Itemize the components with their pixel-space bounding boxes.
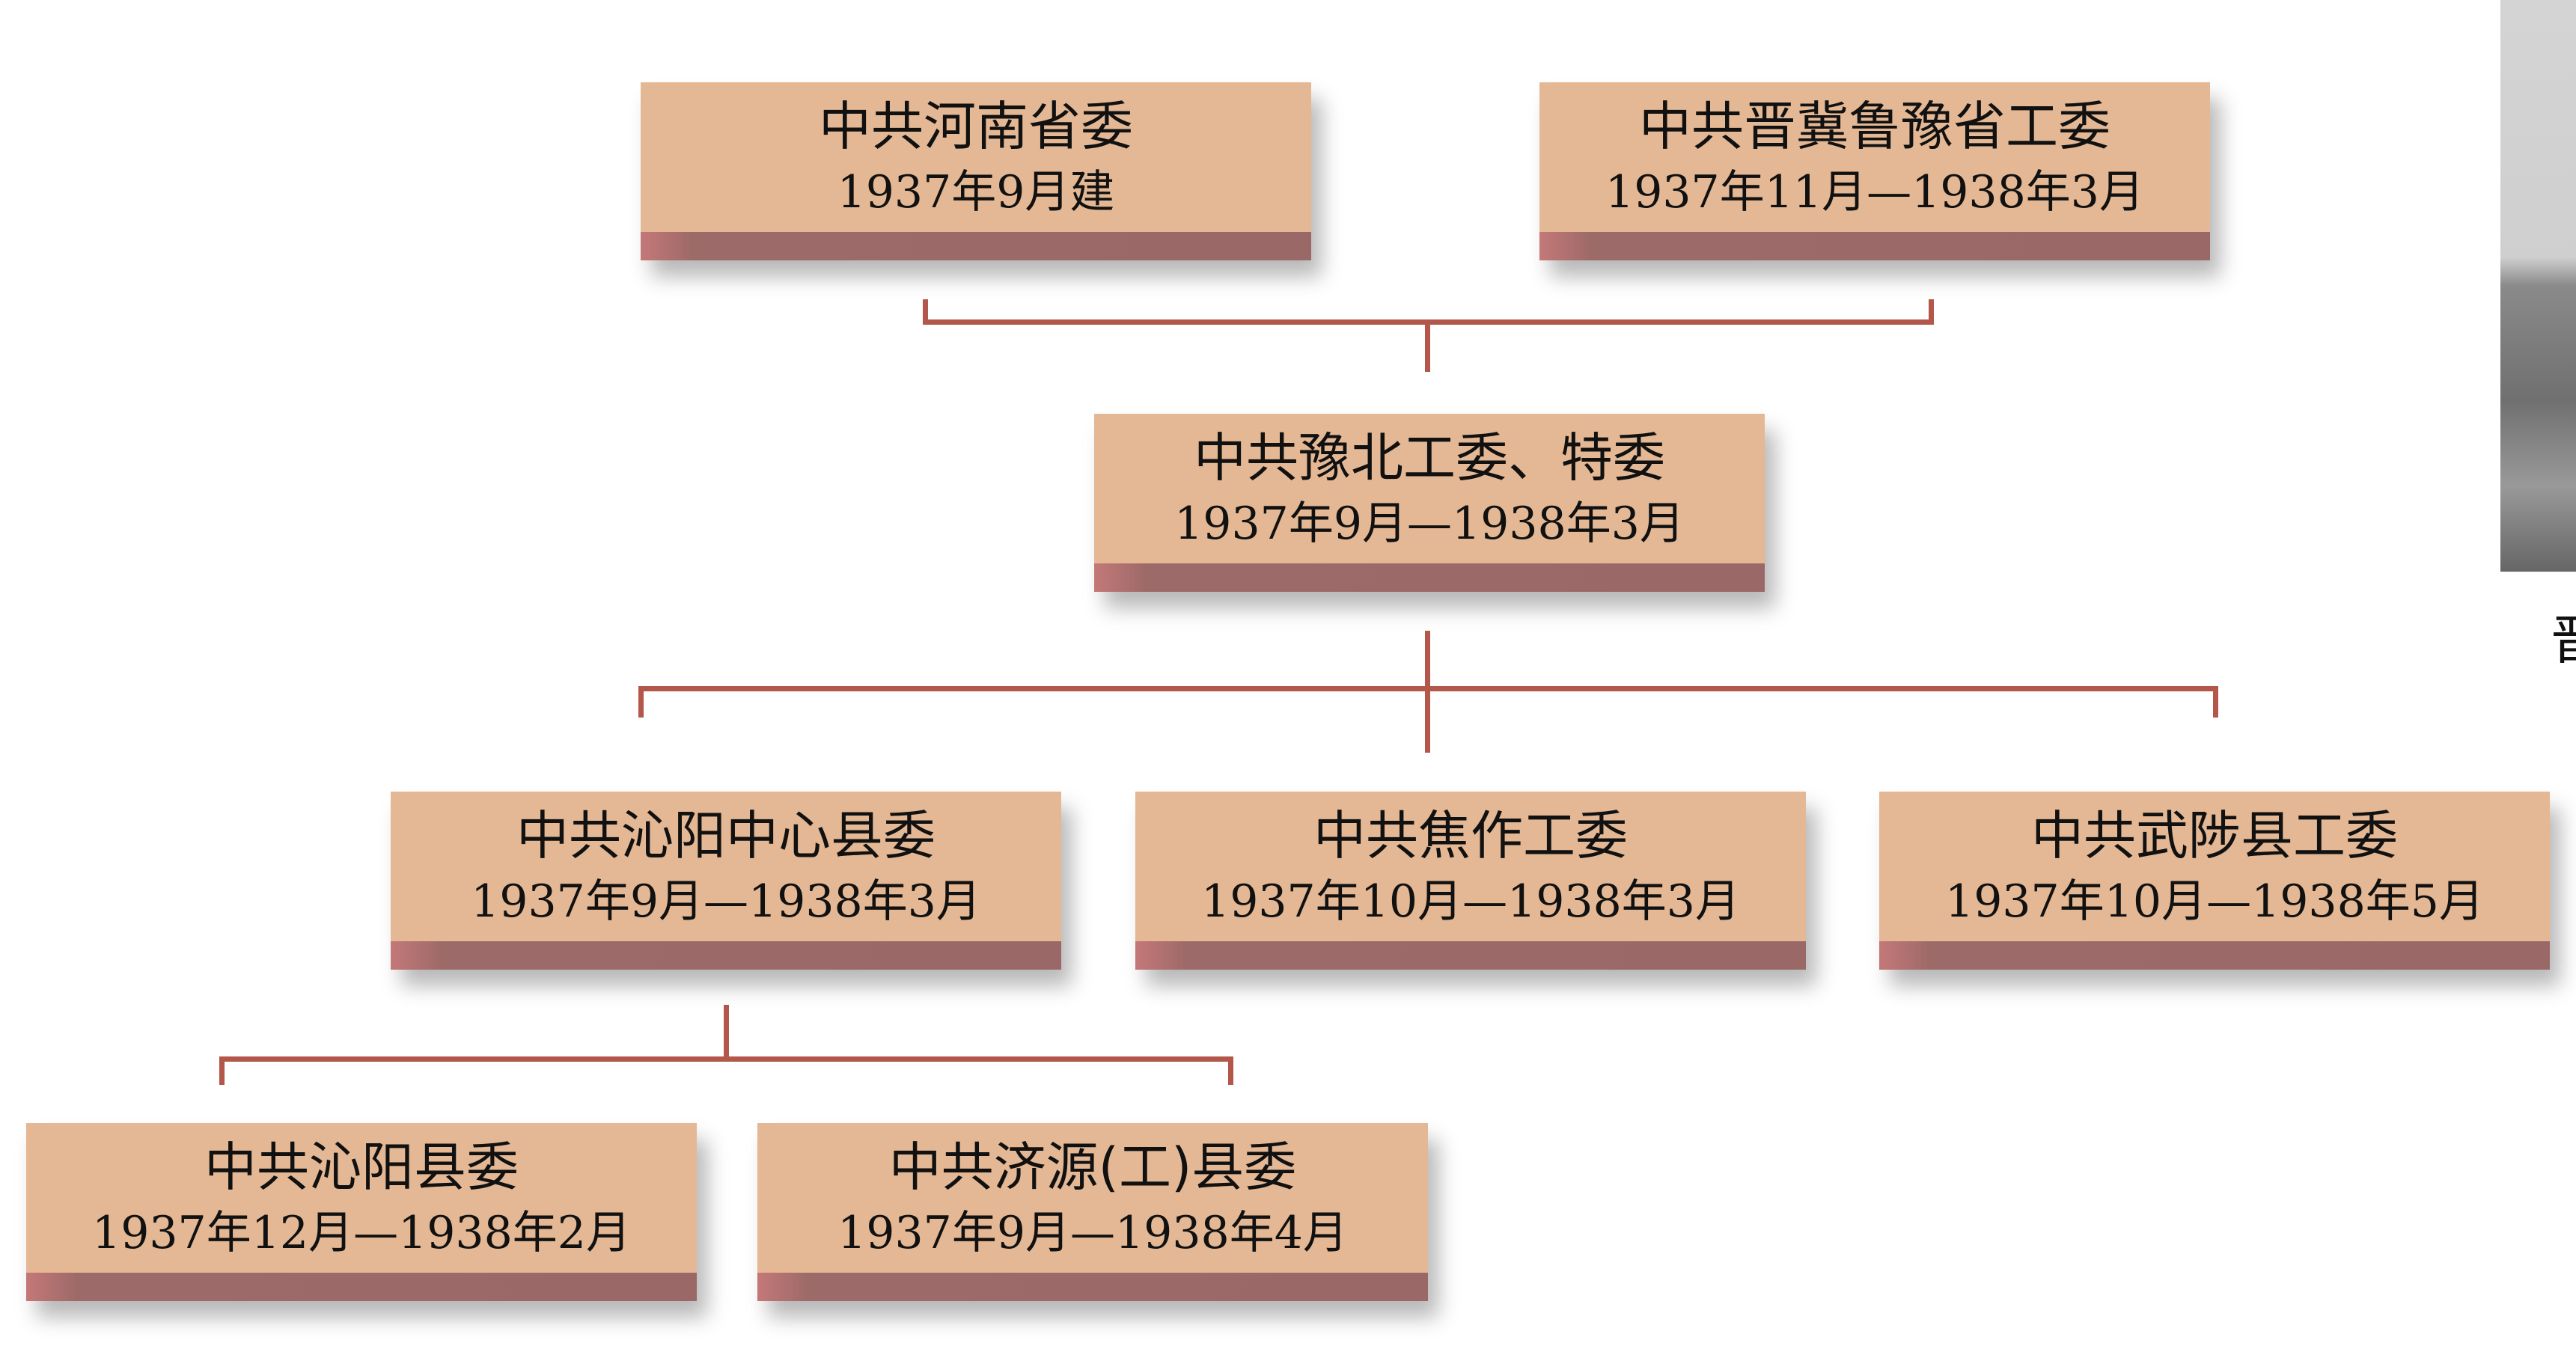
connector-mid-horizontal — [638, 686, 2218, 691]
node-title: 中共沁阳中心县委 — [516, 805, 936, 866]
node-date: 1937年9月—1938年4月 — [837, 1207, 1348, 1259]
node-band — [1135, 941, 1806, 970]
node-date: 1937年10月—1938年3月 — [1201, 875, 1740, 928]
connector-low-left-drop — [219, 1056, 225, 1085]
node-band — [1539, 232, 2210, 260]
node-band — [1094, 563, 1765, 592]
photo-caption: 晋 — [2551, 599, 2576, 674]
node-jiaozuo-work-committee: 中共焦作工委 1937年10月—1938年3月 — [1135, 792, 1806, 970]
node-title: 中共焦作工委 — [1313, 805, 1628, 866]
node-yubei-committee: 中共豫北工委、特委 1937年9月—1938年3月 — [1094, 414, 1765, 592]
connector-top-right-drop — [1929, 299, 1934, 325]
connector-top-left-drop — [923, 299, 928, 325]
node-band — [1879, 941, 2550, 970]
node-title: 中共武陟县工委 — [2031, 805, 2398, 866]
connector-top-stem — [1425, 319, 1430, 372]
node-qinyang-county-committee: 中共沁阳县委 1937年12月—1938年2月 — [26, 1123, 697, 1301]
node-band — [26, 1273, 697, 1301]
landscape-photo — [2500, 0, 2576, 572]
connector-low-stem — [724, 1005, 729, 1062]
connector-mid-left-drop — [638, 686, 644, 718]
node-title: 中共济源(工)县委 — [888, 1137, 1297, 1198]
connector-mid-stem — [1425, 631, 1430, 753]
node-title: 中共河南省委 — [819, 96, 1133, 157]
node-title: 中共沁阳县委 — [204, 1137, 519, 1198]
node-henan-provincial-committee: 中共河南省委 1937年9月建 — [641, 82, 1311, 260]
node-date: 1937年11月—1938年3月 — [1605, 166, 2144, 218]
node-date: 1937年10月—1938年5月 — [1945, 875, 2484, 928]
node-title: 中共豫北工委、特委 — [1194, 427, 1665, 489]
node-jiyuan-county-committee: 中共济源(工)县委 1937年9月—1938年4月 — [757, 1123, 1428, 1301]
node-band — [391, 941, 1061, 970]
node-qinyang-central-county-committee: 中共沁阳中心县委 1937年9月—1938年3月 — [391, 792, 1061, 970]
node-date: 1937年9月建 — [837, 166, 1115, 218]
connector-mid-right-drop — [2213, 686, 2218, 718]
node-date: 1937年12月—1938年2月 — [92, 1207, 631, 1259]
node-band — [757, 1273, 1428, 1301]
node-date: 1937年9月—1938年3月 — [471, 875, 981, 928]
node-date: 1937年9月—1938年3月 — [1174, 498, 1685, 550]
node-title: 中共晋冀鲁豫省工委 — [1639, 96, 2110, 157]
node-jijiluyu-work-committee: 中共晋冀鲁豫省工委 1937年11月—1938年3月 — [1539, 82, 2210, 260]
connector-low-right-drop — [1228, 1056, 1233, 1085]
node-wushe-county-work-committee: 中共武陟县工委 1937年10月—1938年5月 — [1879, 792, 2550, 970]
connector-low-horizontal — [219, 1056, 1233, 1062]
node-band — [641, 232, 1311, 260]
